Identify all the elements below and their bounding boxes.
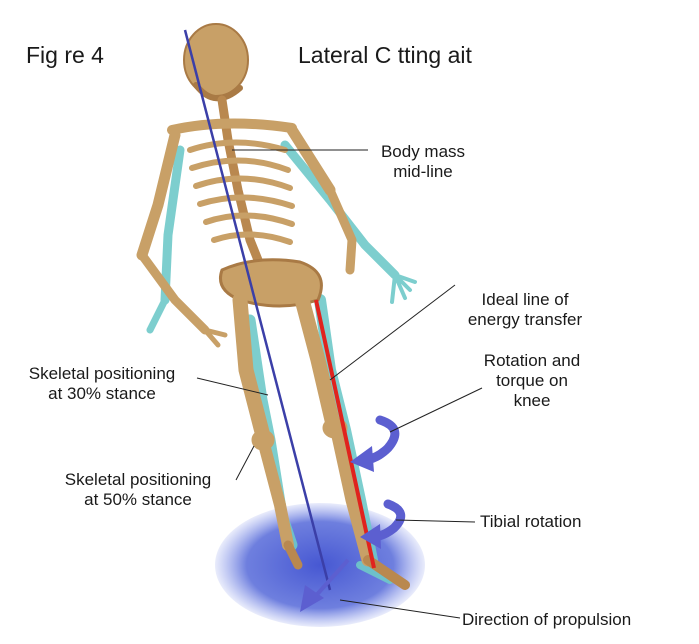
label-rotation-torque: Rotation and torque on knee (472, 351, 592, 411)
label-direction-propulsion: Direction of propulsion (462, 610, 631, 630)
label-skeletal-30: Skeletal positioning at 30% stance (2, 364, 202, 404)
label-body-mass-line: Body mass mid-line (368, 142, 478, 182)
label-ideal-line: Ideal line of energy transfer (450, 290, 600, 330)
label-skeletal-50: Skeletal positioning at 50% stance (38, 470, 238, 510)
label-tibial-rotation: Tibial rotation (480, 512, 581, 532)
